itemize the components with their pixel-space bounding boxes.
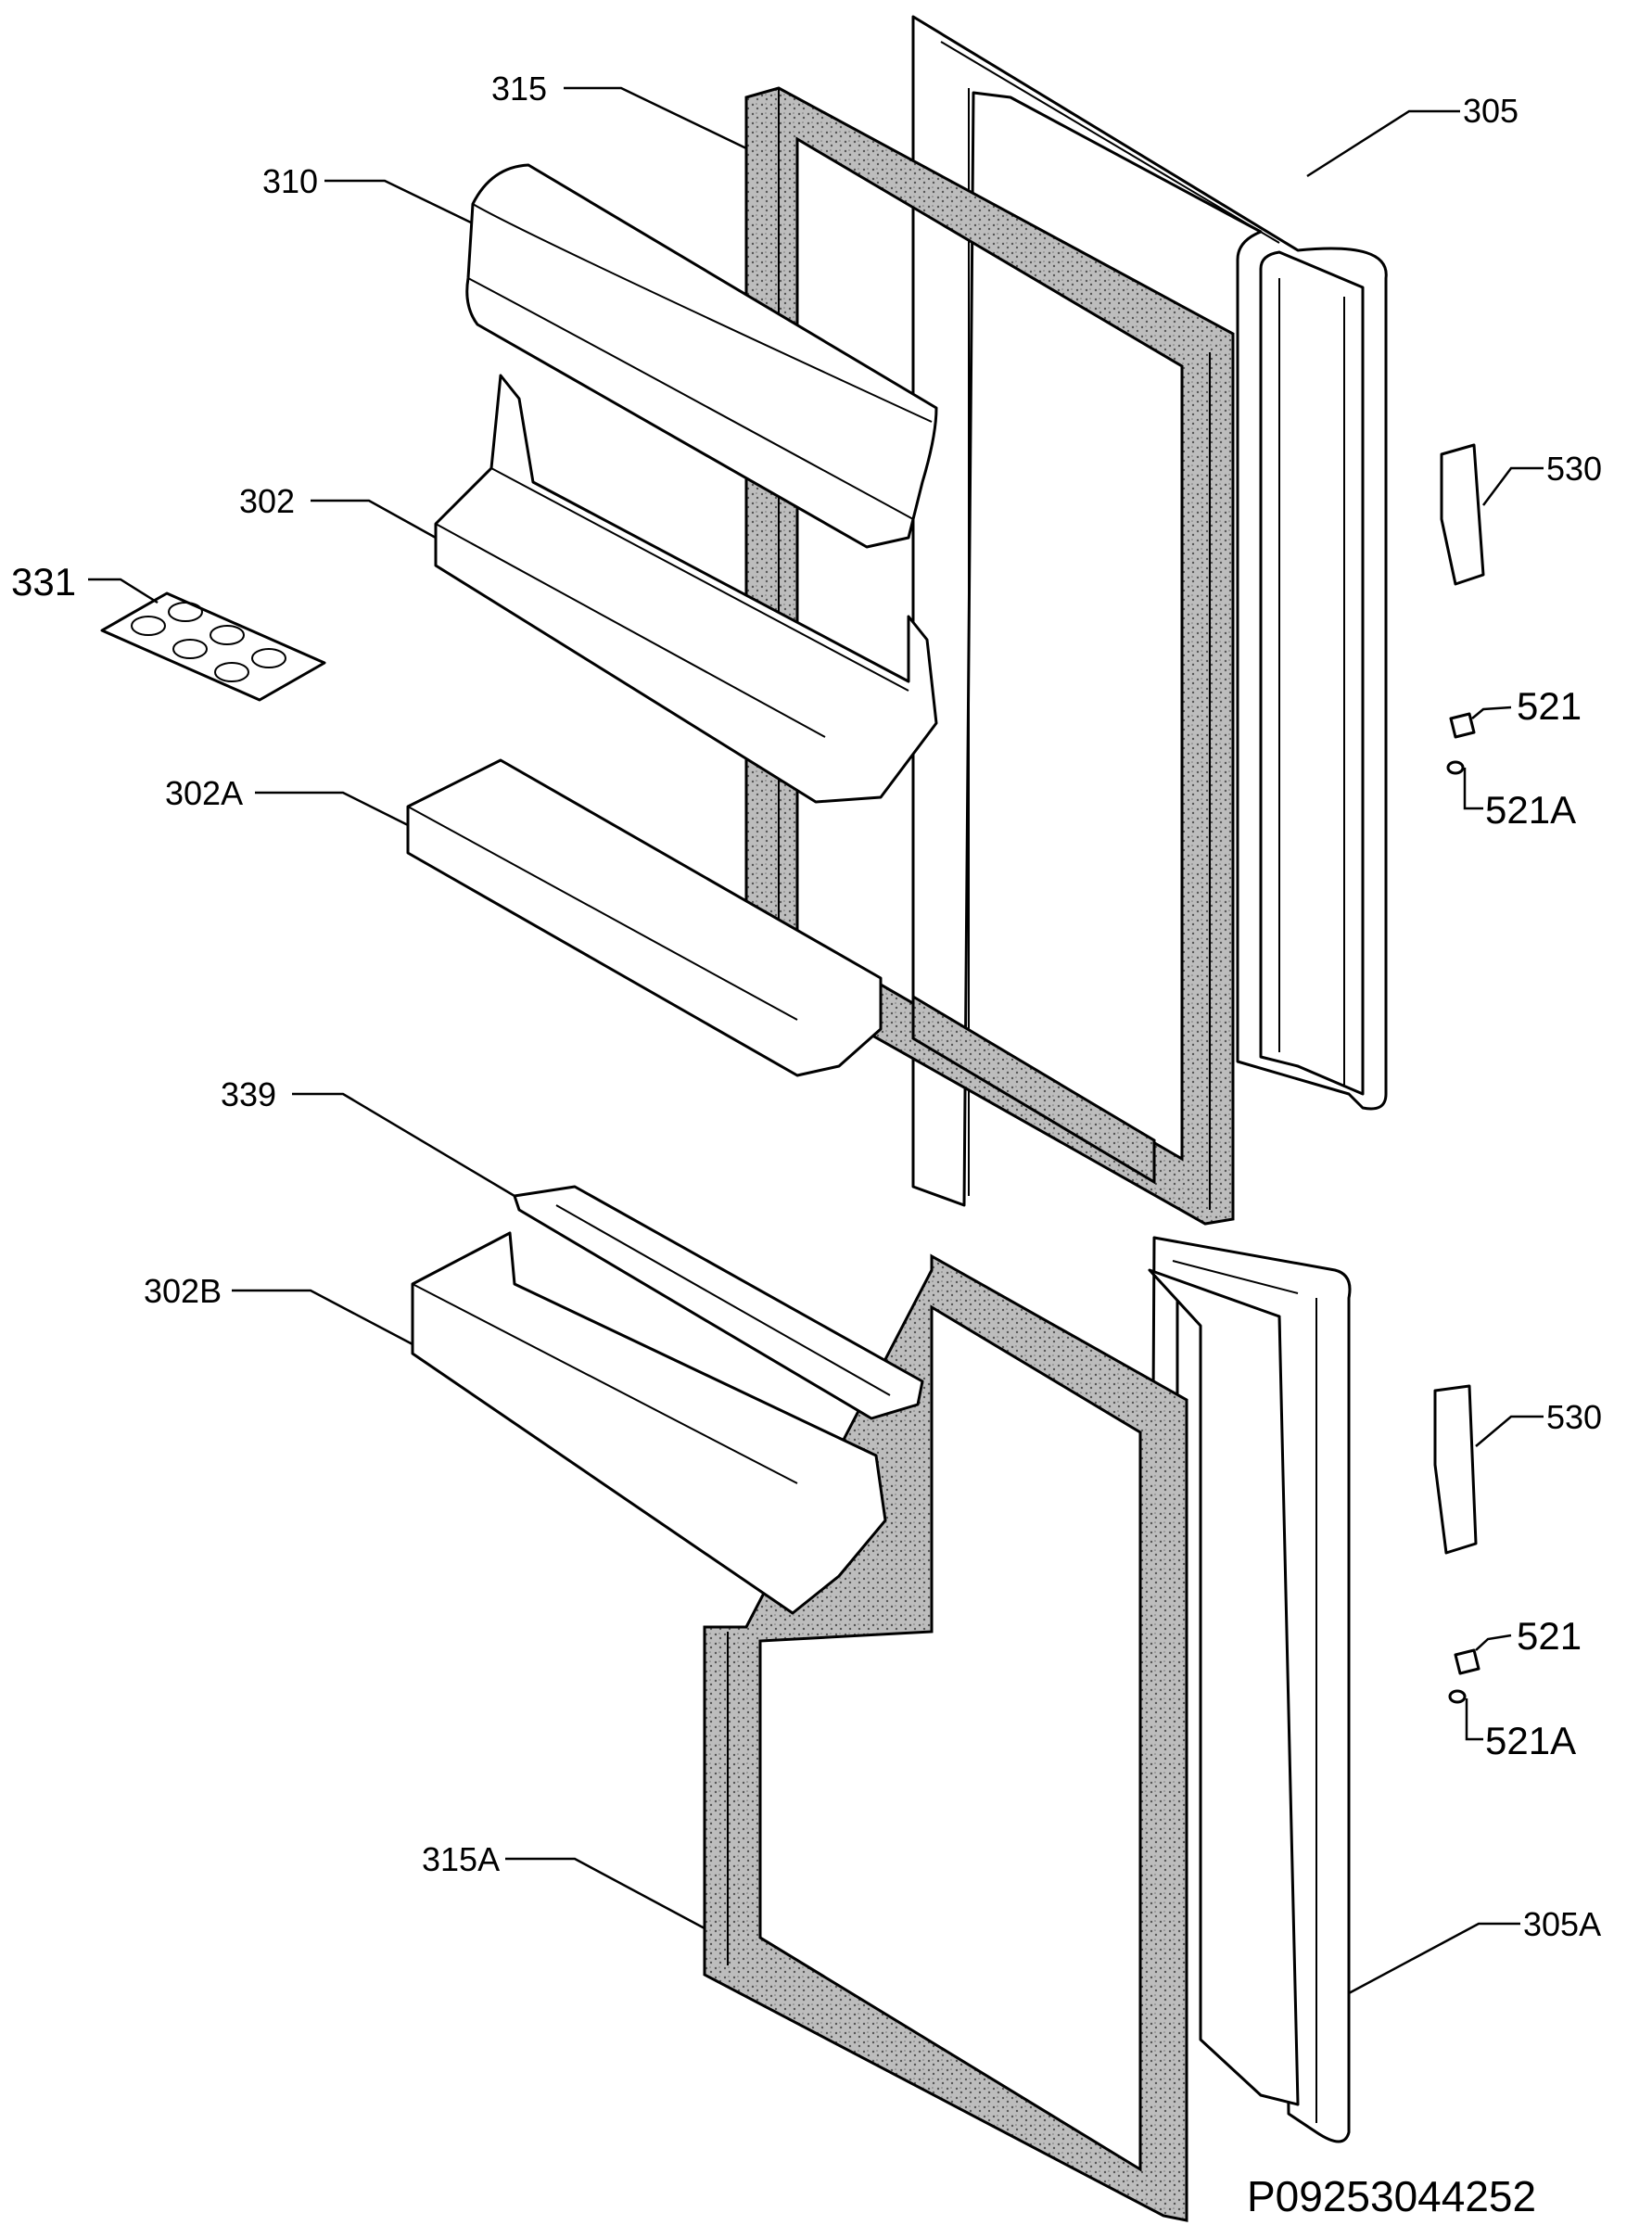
label-521A-bottom: 521A: [1485, 1719, 1576, 1762]
label-530-top: 530: [1546, 450, 1602, 488]
label-315: 315: [491, 70, 547, 108]
washer-521A-top: [1446, 760, 1465, 775]
label-521-bottom: 521: [1517, 1614, 1582, 1658]
label-302B: 302B: [144, 1272, 222, 1310]
gasket-segment-middle: [911, 994, 1156, 1185]
shelf-cover-310: [465, 163, 938, 549]
egg-tray-331: [100, 591, 326, 702]
screw-521-top: [1449, 712, 1476, 739]
label-310: 310: [262, 162, 318, 200]
door-shelf-302A: [406, 758, 883, 1077]
handle-530-bottom: [1433, 1384, 1478, 1555]
label-530-bottom: 530: [1546, 1398, 1602, 1436]
label-339: 339: [221, 1075, 276, 1113]
handle-530-top: [1440, 443, 1485, 586]
lower-door-panel-305A: [1148, 1236, 1352, 2143]
label-302A: 302A: [165, 774, 243, 812]
door-shelf-302B: [411, 1231, 887, 1615]
label-521-top: 521: [1517, 684, 1582, 728]
screw-521-bottom: [1454, 1648, 1480, 1675]
upper-door-panel-305: [911, 15, 1388, 1207]
upper-gasket-315: [744, 86, 1235, 1226]
drawing-code: P09253044252: [1247, 2172, 1536, 2220]
label-305A: 305A: [1523, 1905, 1601, 1943]
label-521A-top: 521A: [1485, 788, 1576, 832]
label-305: 305: [1463, 92, 1519, 130]
bottle-rack-339: [513, 1185, 924, 1420]
lower-gasket-315A: [703, 1253, 1188, 2222]
door-shelf-302: [434, 374, 938, 804]
label-315A: 315A: [422, 1840, 500, 1878]
label-331: 331: [11, 560, 76, 604]
label-302: 302: [239, 482, 295, 520]
leader-lines: [88, 86, 1544, 1995]
washer-521A-bottom: [1448, 1689, 1467, 1704]
